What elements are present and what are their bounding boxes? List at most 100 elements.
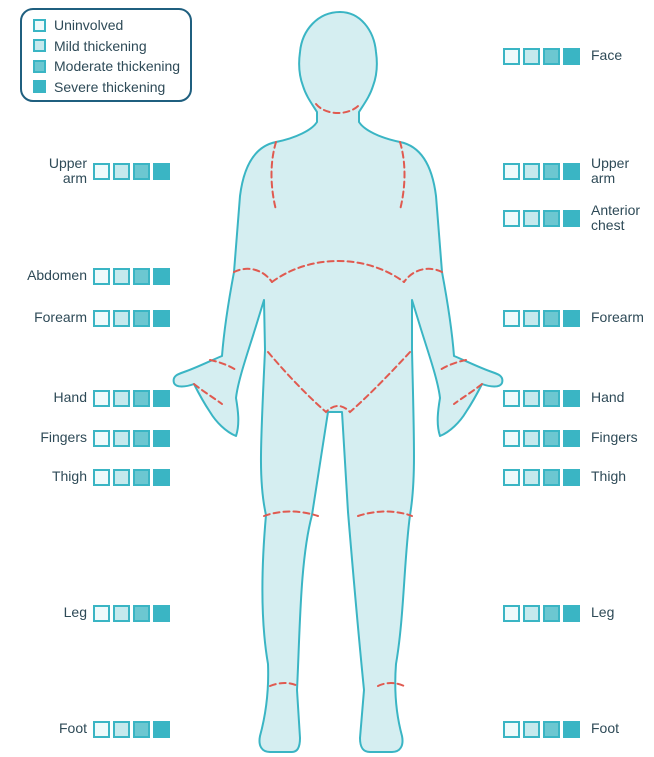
severity-box-severe[interactable]: [153, 605, 170, 622]
severity-box-severe[interactable]: [153, 430, 170, 447]
severity-box-severe[interactable]: [153, 721, 170, 738]
severity-box-mild[interactable]: [523, 210, 540, 227]
severity-box-moderate[interactable]: [133, 310, 150, 327]
severity-box-uninvolved[interactable]: [503, 430, 520, 447]
severity-box-severe[interactable]: [153, 390, 170, 407]
region-label-right-thigh: Thigh: [591, 469, 626, 484]
severity-box-uninvolved[interactable]: [93, 390, 110, 407]
region-label-left-foot: Foot: [59, 721, 87, 736]
severity-box-uninvolved[interactable]: [93, 430, 110, 447]
right-hand-severity-scale: [503, 390, 580, 407]
severity-box-mild[interactable]: [113, 430, 130, 447]
severity-box-mild[interactable]: [113, 721, 130, 738]
severity-box-mild[interactable]: [523, 430, 540, 447]
legend-swatch-severe: [33, 80, 46, 93]
severity-box-severe[interactable]: [563, 390, 580, 407]
severity-box-uninvolved[interactable]: [93, 268, 110, 285]
region-label-left-upper-arm: Upper arm: [49, 156, 87, 186]
region-label-right-forearm: Forearm: [591, 310, 644, 325]
severity-box-severe[interactable]: [563, 721, 580, 738]
severity-box-moderate[interactable]: [543, 163, 560, 180]
severity-box-severe[interactable]: [563, 605, 580, 622]
legend-label: Severe thickening: [54, 79, 165, 95]
severity-box-mild[interactable]: [113, 268, 130, 285]
severity-box-mild[interactable]: [113, 469, 130, 486]
legend-swatch-moderate: [33, 60, 46, 73]
severity-box-severe[interactable]: [563, 163, 580, 180]
legend: Uninvolved Mild thickening Moderate thic…: [20, 8, 192, 102]
region-label-right-fingers: Fingers: [591, 430, 638, 445]
severity-box-uninvolved[interactable]: [503, 390, 520, 407]
severity-box-moderate[interactable]: [543, 721, 560, 738]
legend-label: Moderate thickening: [54, 58, 180, 74]
region-label-left-forearm: Forearm: [34, 310, 87, 325]
region-label-right-anterior-chest: Anterior chest: [591, 203, 640, 233]
severity-box-severe[interactable]: [153, 163, 170, 180]
severity-box-severe[interactable]: [153, 469, 170, 486]
severity-box-moderate[interactable]: [543, 430, 560, 447]
severity-box-mild[interactable]: [523, 48, 540, 65]
severity-box-moderate[interactable]: [543, 310, 560, 327]
severity-box-mild[interactable]: [523, 469, 540, 486]
severity-box-uninvolved[interactable]: [93, 310, 110, 327]
severity-box-severe[interactable]: [153, 310, 170, 327]
severity-box-moderate[interactable]: [133, 605, 150, 622]
severity-box-uninvolved[interactable]: [503, 48, 520, 65]
left-fingers-severity-scale: [93, 430, 170, 447]
severity-box-moderate[interactable]: [543, 390, 560, 407]
severity-box-moderate[interactable]: [133, 390, 150, 407]
left-forearm-severity-scale: [93, 310, 170, 327]
severity-box-mild[interactable]: [113, 390, 130, 407]
severity-box-uninvolved[interactable]: [503, 310, 520, 327]
right-fingers-severity-scale: [503, 430, 580, 447]
severity-box-severe[interactable]: [563, 469, 580, 486]
severity-box-moderate[interactable]: [133, 721, 150, 738]
severity-box-moderate[interactable]: [133, 163, 150, 180]
severity-box-mild[interactable]: [523, 605, 540, 622]
severity-box-uninvolved[interactable]: [503, 721, 520, 738]
severity-box-mild[interactable]: [523, 721, 540, 738]
legend-label: Mild thickening: [54, 38, 147, 54]
right-foot-severity-scale: [503, 721, 580, 738]
severity-box-uninvolved[interactable]: [503, 469, 520, 486]
region-label-left-abdomen: Abdomen: [27, 268, 87, 283]
severity-box-moderate[interactable]: [543, 48, 560, 65]
severity-box-moderate[interactable]: [133, 430, 150, 447]
severity-box-uninvolved[interactable]: [93, 721, 110, 738]
severity-box-uninvolved[interactable]: [93, 605, 110, 622]
severity-box-mild[interactable]: [113, 310, 130, 327]
region-label-right-foot: Foot: [591, 721, 619, 736]
severity-box-severe[interactable]: [563, 430, 580, 447]
severity-box-mild[interactable]: [523, 390, 540, 407]
severity-box-mild[interactable]: [113, 163, 130, 180]
severity-box-mild[interactable]: [523, 163, 540, 180]
severity-box-moderate[interactable]: [543, 605, 560, 622]
legend-item: Severe thickening: [33, 77, 190, 98]
right-anterior-chest-severity-scale: [503, 210, 580, 227]
severity-box-uninvolved[interactable]: [503, 605, 520, 622]
legend-item: Mild thickening: [33, 36, 190, 57]
severity-box-mild[interactable]: [113, 605, 130, 622]
region-label-right-leg: Leg: [591, 605, 614, 620]
severity-box-moderate[interactable]: [133, 469, 150, 486]
severity-box-mild[interactable]: [523, 310, 540, 327]
severity-box-severe[interactable]: [153, 268, 170, 285]
body-silhouette: [174, 12, 503, 752]
legend-label: Uninvolved: [54, 17, 123, 33]
severity-box-uninvolved[interactable]: [503, 210, 520, 227]
severity-box-moderate[interactable]: [543, 210, 560, 227]
legend-item: Moderate thickening: [33, 56, 190, 77]
severity-box-severe[interactable]: [563, 48, 580, 65]
left-thigh-severity-scale: [93, 469, 170, 486]
left-foot-severity-scale: [93, 721, 170, 738]
severity-box-uninvolved[interactable]: [503, 163, 520, 180]
severity-box-severe[interactable]: [563, 210, 580, 227]
severity-box-moderate[interactable]: [133, 268, 150, 285]
severity-box-moderate[interactable]: [543, 469, 560, 486]
legend-swatch-mild: [33, 39, 46, 52]
left-leg-severity-scale: [93, 605, 170, 622]
severity-box-uninvolved[interactable]: [93, 469, 110, 486]
severity-box-uninvolved[interactable]: [93, 163, 110, 180]
severity-box-severe[interactable]: [563, 310, 580, 327]
